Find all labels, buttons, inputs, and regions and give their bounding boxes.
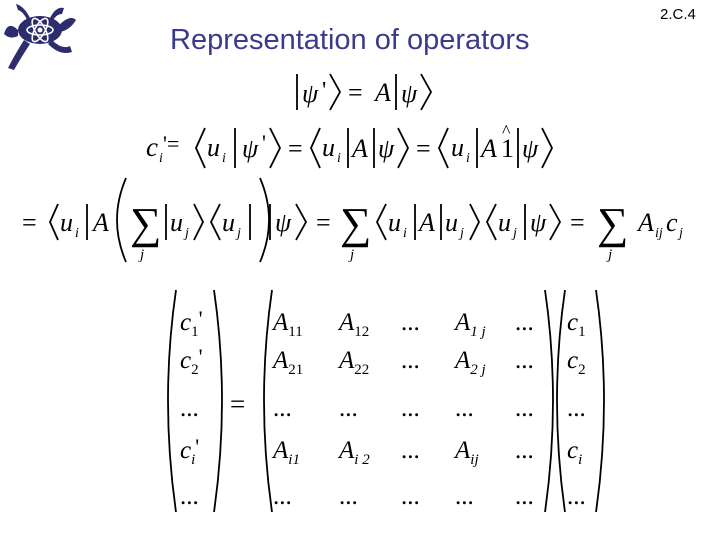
svg-text:1: 1 [501, 134, 514, 163]
rhs-cell: c1 [567, 309, 586, 340]
svg-text:j: j [606, 247, 612, 263]
svg-text:i: i [337, 151, 341, 166]
svg-text:': ' [322, 78, 326, 104]
matrix-cell: A2 j [453, 347, 486, 378]
svg-text:=: = [348, 78, 363, 107]
svg-text:=: = [316, 208, 331, 237]
svg-text:∑: ∑ [340, 199, 371, 248]
matrix-cell: ... [515, 347, 534, 374]
svg-text:j: j [235, 226, 241, 241]
svg-text:ψ: ψ [401, 79, 418, 108]
matrix-cell: A22 [337, 347, 369, 378]
matrix-cell: ... [339, 483, 358, 510]
svg-text:A: A [350, 134, 368, 163]
svg-text:j: j [458, 226, 464, 241]
lizard-atom-logo [4, 4, 76, 70]
matrix-cell: A1 j [453, 309, 486, 340]
matrix-cell: Ai1 [271, 437, 300, 468]
svg-text:=: = [570, 208, 585, 237]
lhs-cell: c1' [180, 306, 203, 340]
svg-text:j: j [511, 226, 517, 241]
svg-text:i: i [75, 226, 79, 241]
equation-line-2: c i '= u i ψ ' = u i A ψ = u i A 1 ^ ψ [146, 121, 554, 169]
matrix-cell: ... [401, 309, 420, 336]
rhs-cell: ... [567, 483, 586, 510]
svg-text:ψ: ψ [302, 79, 319, 108]
matrix-cell: ... [401, 347, 420, 374]
rhs-cell: ... [567, 395, 586, 422]
matrix-cell: ... [273, 395, 292, 422]
svg-text:': ' [262, 130, 266, 155]
matrix-cell: ... [401, 483, 420, 510]
svg-text:ψ: ψ [378, 134, 395, 163]
svg-text:c: c [146, 132, 158, 162]
svg-text:ψ: ψ [530, 208, 547, 237]
equation-line-3: = u i A ∑ j u j u j ψ = ∑ j u i A u j u … [22, 177, 683, 263]
matrix-cell: ... [515, 309, 534, 336]
rhs-cell: c2 [567, 347, 586, 378]
matrix-cell: Ai 2 [337, 437, 370, 468]
matrix-cell: A11 [271, 309, 303, 340]
slide-number: 2.C.4 [660, 6, 696, 23]
svg-text:u: u [222, 208, 235, 237]
svg-text:i: i [222, 151, 226, 166]
svg-text:=: = [416, 134, 431, 163]
svg-text:A: A [479, 134, 497, 163]
matrix-cell: ... [515, 437, 534, 464]
matrix-cell: A12 [337, 309, 369, 340]
svg-text:u: u [322, 133, 335, 162]
svg-text:=: = [230, 389, 245, 419]
svg-text:A: A [417, 208, 435, 237]
lhs-cell: c2' [180, 344, 203, 378]
svg-text:u: u [498, 208, 511, 237]
svg-text:A: A [373, 78, 391, 107]
svg-text:A: A [91, 208, 109, 237]
svg-text:u: u [388, 208, 401, 237]
svg-text:∑: ∑ [130, 199, 161, 248]
matrix-cell: ... [515, 483, 534, 510]
svg-text:=: = [22, 208, 37, 237]
svg-text:i: i [403, 226, 407, 241]
matrix-cell: Aij [453, 437, 479, 468]
matrix-cell: ... [455, 395, 474, 422]
svg-text:A: A [636, 208, 654, 237]
svg-text:ψ: ψ [242, 134, 259, 163]
svg-text:j: j [348, 247, 354, 263]
svg-text:u: u [170, 208, 183, 237]
svg-text:i: i [466, 151, 470, 166]
matrix-cell: ... [339, 395, 358, 422]
matrix-cell: ... [273, 483, 292, 510]
equation-line-1: ψ ' = A ψ [296, 73, 433, 111]
lhs-cell: ... [180, 483, 199, 510]
matrix-cell: ... [455, 483, 474, 510]
svg-text:j: j [183, 226, 189, 241]
svg-text:ψ: ψ [522, 134, 539, 163]
svg-text:∑: ∑ [597, 199, 628, 248]
matrix-cell: A21 [271, 347, 303, 378]
svg-text:=: = [288, 134, 303, 163]
svg-text:u: u [445, 208, 458, 237]
rhs-cell: ci [567, 437, 582, 468]
svg-text:u: u [451, 133, 464, 162]
matrix-brackets: = [167, 289, 605, 513]
svg-text:j: j [677, 226, 683, 241]
svg-text:u: u [207, 133, 220, 162]
svg-text:ij: ij [655, 226, 663, 241]
svg-text:'=: '= [163, 131, 179, 156]
svg-text:j: j [138, 247, 144, 263]
slide-title: Representation of operators [170, 24, 530, 56]
matrix-cell: ... [401, 395, 420, 422]
matrix-cells: c1' c2'... ci'... A11 A12... A1 j... A21 A22...… [180, 306, 586, 510]
matrix-cell: ... [515, 395, 534, 422]
lhs-cell: ci' [180, 434, 199, 468]
svg-text:i: i [159, 151, 163, 166]
lhs-cell: ... [180, 395, 199, 422]
svg-text:u: u [60, 208, 73, 237]
svg-text:ψ: ψ [275, 208, 292, 237]
svg-text:^: ^ [502, 121, 511, 141]
svg-text:c: c [666, 208, 678, 237]
matrix-cell: ... [401, 437, 420, 464]
